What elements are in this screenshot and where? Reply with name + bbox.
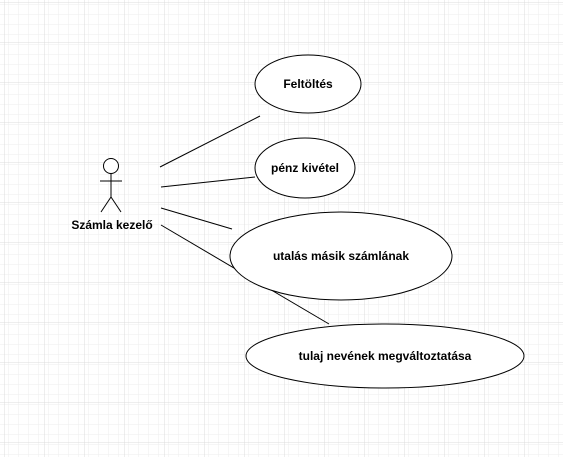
- use-case-utalas[interactable]: utalás másik számlának: [229, 211, 453, 301]
- association-line-utalas[interactable]: [160, 207, 233, 230]
- use-case-ellipse: [254, 137, 356, 199]
- use-case-label: pénz kivétel: [271, 161, 339, 175]
- association-line-penz-kivetel[interactable]: [160, 176, 256, 188]
- use-case-tulaj-neve[interactable]: tulaj nevének megváltoztatása: [245, 323, 525, 389]
- actor-head: [103, 158, 119, 174]
- actor[interactable]: [100, 158, 122, 213]
- actor-leg-right: [110, 196, 122, 213]
- use-case-label: tulaj nevének megváltoztatása: [299, 349, 472, 363]
- actor-label: Számla kezelő: [71, 218, 152, 232]
- association-line-feltoltes[interactable]: [159, 115, 261, 168]
- actor-leg-left: [100, 196, 112, 213]
- use-case-label: utalás másik számlának: [273, 249, 409, 263]
- use-case-ellipse: [245, 323, 525, 389]
- use-case-feltoltes[interactable]: Feltöltés: [254, 54, 362, 114]
- use-case-label: Feltöltés: [283, 77, 333, 91]
- use-case-penz-kivetel[interactable]: pénz kivétel: [254, 137, 356, 199]
- use-case-ellipse: [229, 211, 453, 301]
- use-case-ellipse: [254, 54, 362, 114]
